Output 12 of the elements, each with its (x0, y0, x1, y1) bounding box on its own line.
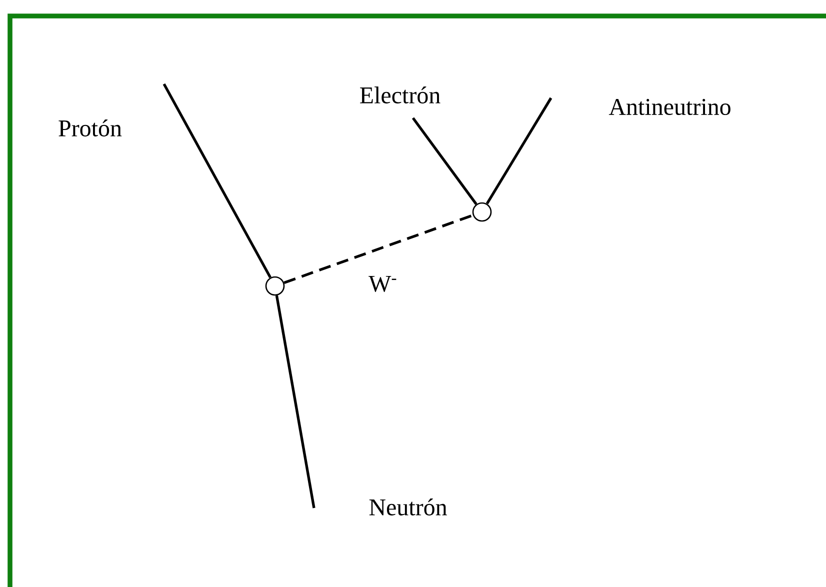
particle-line (275, 295, 316, 508)
particle-line (162, 83, 272, 278)
vertex-circle (472, 202, 492, 222)
edge-label: Neutrón (369, 498, 447, 516)
edge-label: Electrón (360, 86, 440, 104)
particle-line (412, 117, 478, 205)
edge-label: W$^{-}$ (368, 276, 396, 292)
vertex-circle (265, 276, 285, 296)
edge-label: Protón (58, 120, 122, 136)
particle-line (486, 97, 552, 204)
dashed-line (284, 214, 474, 284)
edge-label: Antineutrino (608, 98, 730, 116)
